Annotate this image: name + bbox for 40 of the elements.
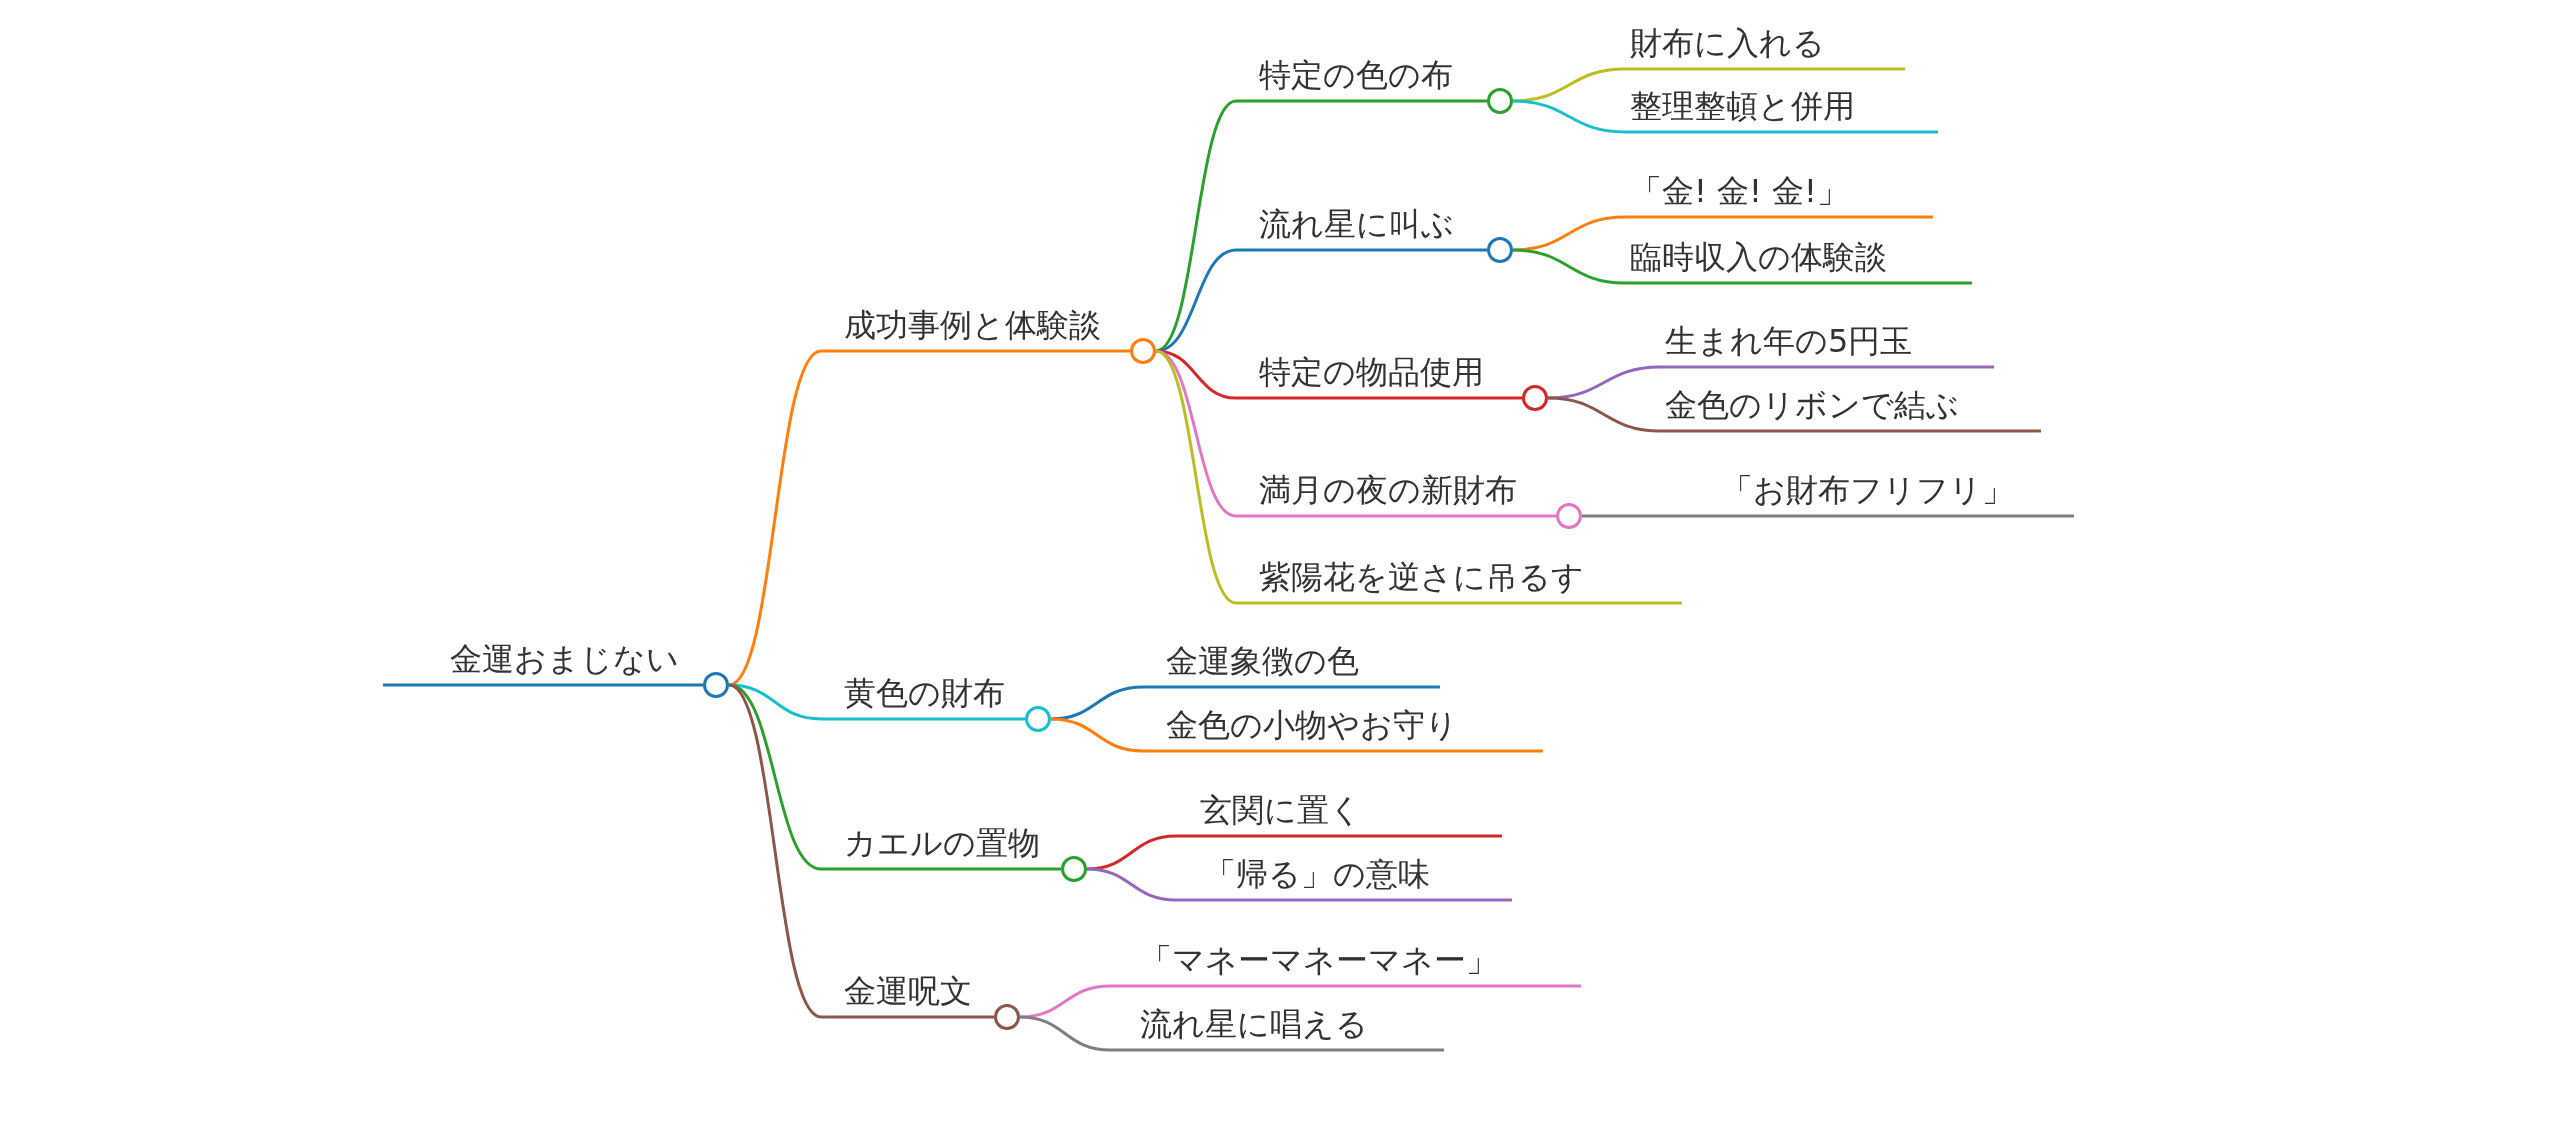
topic-label: 金運象徴の色 [1166, 641, 1359, 681]
topic-label: 金運呪文 [844, 971, 972, 1011]
topic-label: 流れ星に叫ぶ [1259, 204, 1454, 244]
topic-label: 特定の物品使用 [1259, 352, 1484, 392]
topic-label: 流れ星に唱える [1140, 1004, 1368, 1044]
topic-label: 玄関に置く [1200, 790, 1362, 830]
branch-connector [728, 349, 822, 687]
branch-connector [1050, 717, 1144, 753]
topic-label: 金運おまじない [450, 639, 679, 679]
branch-connector [1086, 867, 1177, 902]
topic-label: 金色のリボンで結ぶ [1665, 385, 1959, 425]
branch-connector [1512, 215, 1626, 252]
topic-label: 「お財布フリフリ」 [1719, 470, 2015, 510]
topic-label: 「マネーマネーマネー」 [1140, 940, 1498, 980]
topic-label: 黄色の財布 [844, 673, 1005, 713]
branch-connector [1512, 67, 1626, 103]
branch-connector [1547, 365, 1661, 400]
topic-label: 生まれ年の5円玉 [1665, 321, 1913, 361]
topic-label: 満月の夜の新財布 [1259, 470, 1517, 510]
topic-label: 「金! 金! 金!」 [1630, 171, 1849, 211]
branch-connector [728, 683, 822, 1019]
branch-connector [1155, 248, 1237, 353]
branch-connector [1019, 984, 1111, 1019]
topic-label: 特定の色の布 [1259, 55, 1453, 95]
topic-label: 財布に入れる [1630, 23, 1825, 63]
topic-label: カエルの置物 [844, 823, 1040, 863]
branch-connector [1086, 834, 1177, 871]
topic-label: 「帰る」の意味 [1204, 854, 1430, 894]
branch-connector [1547, 396, 1661, 433]
topic-label: 整理整頓と併用 [1630, 86, 1855, 126]
topic-label: 金色の小物やお守り [1166, 705, 1458, 745]
branch-connector [1050, 685, 1144, 721]
topic-label: 紫陽花を逆さに吊るす [1259, 557, 1584, 597]
topic-label: 成功事例と体験談 [844, 305, 1101, 345]
topic-label: 臨時収入の体験談 [1630, 237, 1887, 277]
branch-connector [1155, 349, 1237, 605]
branch-connector [1019, 1015, 1111, 1052]
branch-connector [1512, 248, 1626, 285]
branch-connector [1582, 514, 1660, 518]
branch-connector [1512, 99, 1626, 134]
